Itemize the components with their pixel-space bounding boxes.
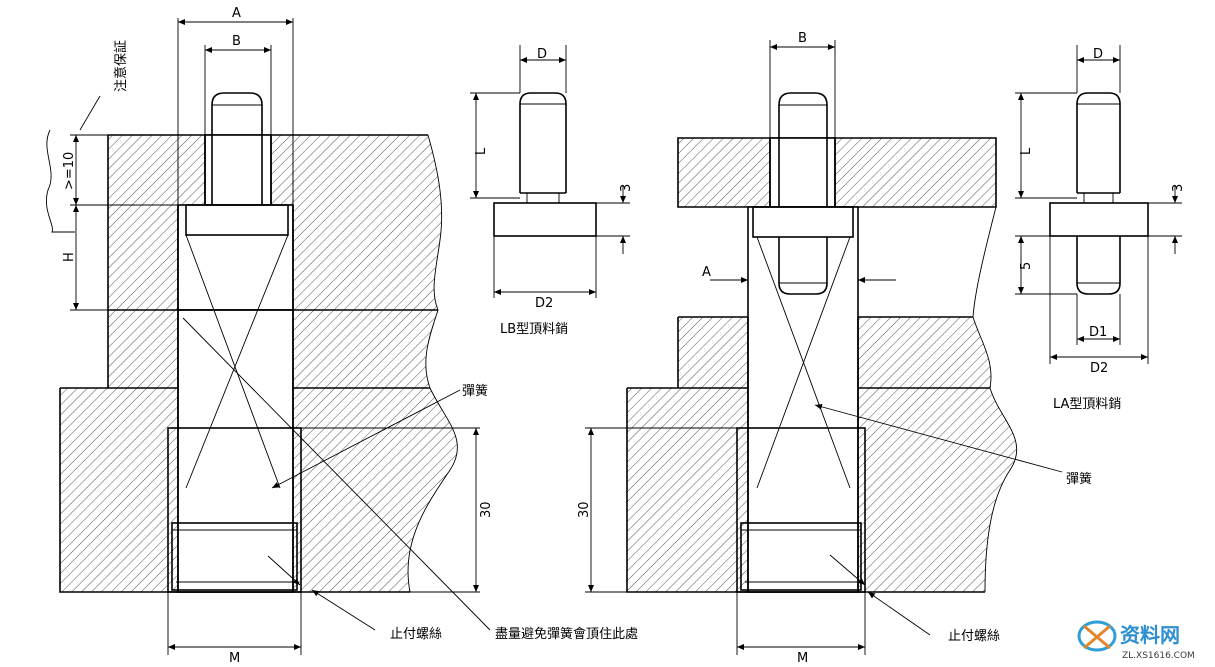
left-dim-M: M [229, 651, 240, 666]
left-label-avoid: 盡量避免彈簧會頂住此處 [495, 626, 638, 642]
right-pin-head [752, 206, 854, 238]
lb-dim-L: L [474, 147, 489, 155]
right-label-spring: 彈簧 [1066, 471, 1092, 487]
right-dim-30: 30 [577, 501, 592, 518]
left-assembly: A B >=10 H 30 M 注意保証 彈簧 止付螺絲 盡量避免彈簧會頂住此處 [46, 6, 638, 666]
lb-pin-shaft [519, 92, 567, 193]
right-dim-B: B [798, 31, 807, 46]
la-dim-D2: D2 [1090, 361, 1108, 376]
la-dim-D1: D1 [1089, 325, 1107, 340]
right-stop-screw [740, 522, 862, 591]
left-label-stop-screw: 止付螺絲 [390, 627, 442, 642]
la-title: LA型頂料銷 [1053, 396, 1121, 412]
right-top-plate [678, 138, 996, 207]
left-dim-30: 30 [479, 501, 494, 518]
left-dim-H: H [62, 252, 77, 262]
right-label-stop-screw: 止付螺絲 [948, 629, 1000, 644]
left-dim-ge10: >=10 [62, 152, 77, 190]
lb-pin-head [493, 202, 597, 237]
right-pin-shaft [778, 92, 828, 207]
la-pin-detail: D L 3 5 D1 D2 LA型頂料銷 [1015, 45, 1186, 412]
left-dim-A: A [232, 6, 241, 21]
lb-pin-detail: D L 3 D2 LB型頂料銷 [470, 45, 634, 337]
la-dim-5: 5 [1019, 262, 1034, 270]
la-dim-L: L [1019, 147, 1034, 155]
la-dim-3: 3 [1171, 184, 1186, 192]
lb-dim-3: 3 [619, 184, 634, 192]
right-dim-M: M [797, 651, 808, 666]
watermark-logo: 资料网 ZL.XS1616.COM [1077, 620, 1195, 661]
lb-dim-D: D [537, 47, 547, 62]
watermark-text: 资料网 [1120, 623, 1180, 647]
la-pin-lower-shaft [1076, 236, 1121, 295]
la-pin-head [1049, 202, 1149, 237]
lb-dim-D2: D2 [535, 296, 553, 311]
right-assembly: B A 30 M 彈簧 止付螺絲 [577, 31, 1092, 666]
left-pin-shaft [211, 92, 263, 205]
left-stop-screw [171, 522, 298, 591]
la-pin-upper-shaft [1076, 92, 1121, 193]
watermark-url: ZL.XS1616.COM [1122, 651, 1195, 661]
left-label-spring: 彈簧 [462, 383, 488, 399]
left-dim-B: B [232, 34, 241, 49]
lb-title: LB型頂料銷 [500, 321, 568, 337]
la-dim-D: D [1093, 47, 1103, 62]
left-note-vertical: 注意保証 [113, 40, 129, 92]
left-spring [185, 234, 289, 489]
watermark-emblem-icon [1077, 620, 1117, 652]
right-dim-A: A [702, 265, 711, 280]
right-spring [756, 236, 851, 489]
